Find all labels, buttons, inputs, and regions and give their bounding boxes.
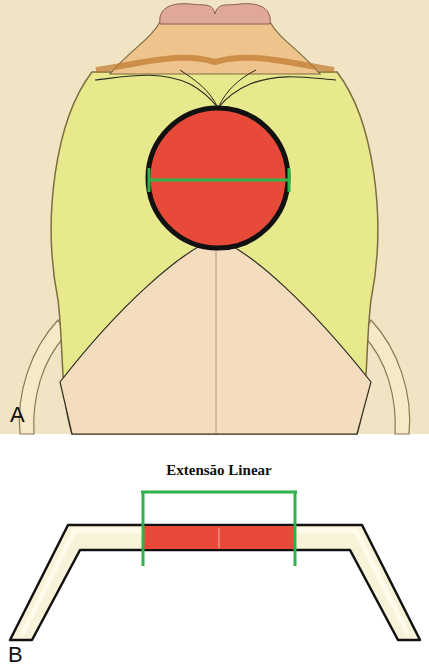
frontal-bone: [110, 22, 320, 74]
dimension-label: Extensão Linear: [166, 462, 271, 479]
defect-section: [143, 526, 295, 549]
extent-line: [142, 492, 145, 566]
frontal-edge: [96, 58, 334, 70]
sagittal-suture: [216, 240, 217, 434]
bone-section: [10, 525, 420, 640]
occipital-bone: [60, 238, 371, 434]
zygomatic-arch: [363, 320, 410, 434]
suture-line: [180, 70, 256, 108]
zygomatic-arch: [19, 320, 66, 434]
nasal-bone: [160, 4, 271, 24]
panel-letter: B: [8, 642, 23, 667]
diameter-line: [149, 179, 289, 182]
extent-line: [294, 492, 297, 566]
panel-a-ground: [0, 0, 429, 434]
parietal-bone: [51, 72, 377, 434]
bone-defect: [148, 108, 288, 248]
midline: [219, 528, 220, 548]
extent-bracket: [141, 491, 297, 494]
panel-letter: A: [10, 402, 25, 427]
diameter-tick: [288, 168, 291, 192]
diameter-tick: [148, 168, 151, 192]
